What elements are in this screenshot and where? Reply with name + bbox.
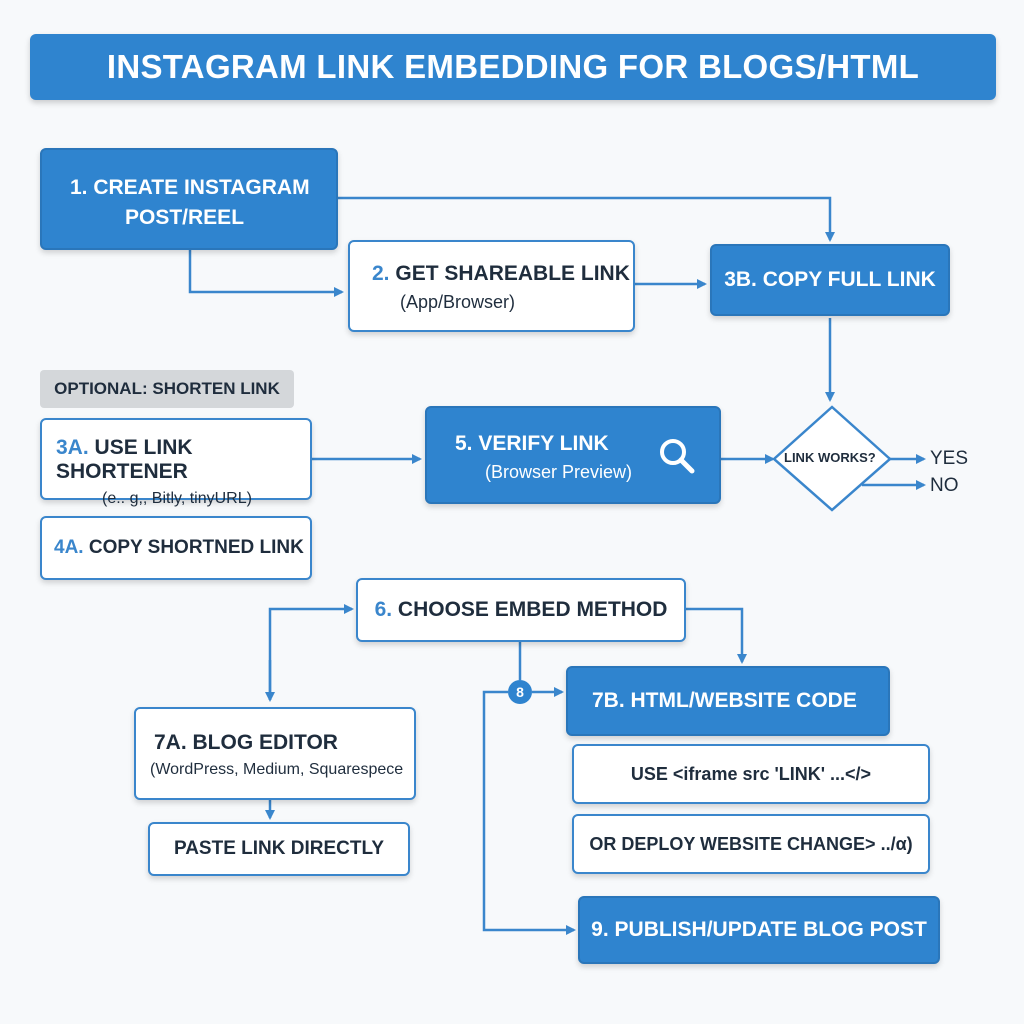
iframe-label: USE <iframe src 'LINK' ...</> — [630, 763, 872, 784]
arrow-step6-to-step7b — [686, 607, 747, 664]
step7a-label: 7A. BLOG EDITOR — [154, 731, 338, 754]
deploy-label: OR DEPLOY WEBSITE CHANGE> ../α) — [589, 833, 913, 854]
step4a-number: 4A. — [54, 537, 84, 558]
step4a-copy-shortened: 4A. COPY SHORTNED LINK — [40, 516, 312, 580]
step5-verify-link: 5. VERIFY LINK (Browser Preview) — [425, 406, 721, 504]
search-icon — [660, 439, 695, 474]
step2-get-link: 2. GET SHAREABLE LINK (App/Browser) — [348, 240, 635, 332]
step7a-blog-editor: 7A. BLOG EDITOR (WordPress, Medium, Squa… — [134, 707, 416, 800]
arrow-step1-to-step2 — [188, 250, 344, 297]
step9-label: 9. PUBLISH/UPDATE BLOG POST — [591, 918, 927, 941]
step5-label: 5. VERIFY LINK — [455, 432, 609, 455]
arrow-step1-to-step3b — [338, 196, 835, 242]
decision-no: NO — [930, 475, 959, 496]
step1-line1: 1. CREATE INSTAGRAM — [70, 176, 310, 199]
step7b-html-code: 7B. HTML/WEBSITE CODE — [566, 666, 890, 736]
arrow-loop-to-step6 — [268, 604, 354, 700]
step1-line2: POST/REEL — [125, 206, 245, 229]
optional-shorten-tag: OPTIONAL: SHORTEN LINK — [40, 370, 294, 408]
optional-label: OPTIONAL: SHORTEN LINK — [54, 379, 280, 398]
step3a-sub: (e.. g,, Bitly, tinyURL) — [102, 490, 252, 507]
deploy-website-box: OR DEPLOY WEBSITE CHANGE> ../α) — [572, 814, 930, 874]
step3b-label: 3B. COPY FULL LINK — [724, 268, 936, 291]
arrow-node8-to-step9 — [482, 690, 576, 935]
step3a-number: 3A. — [56, 436, 89, 459]
step8-node: 8 — [508, 680, 532, 704]
decision-yes: YES — [930, 448, 969, 469]
step1-create-post: 1. CREATE INSTAGRAM POST/REEL — [40, 148, 338, 250]
step6-number: 6. — [374, 598, 393, 621]
step2-label: GET SHAREABLE LINK — [395, 262, 630, 285]
step2-number: 2. — [372, 262, 390, 285]
iframe-code-box: USE <iframe src 'LINK' ...</> — [572, 744, 930, 804]
step7a-sub: (WordPress, Medium, Squarespece — [150, 761, 404, 778]
page-title: INSTAGRAM LINK EMBEDDING FOR BLOGS/HTML — [106, 48, 920, 85]
decision-diamond — [772, 405, 892, 512]
step2-sub: (App/Browser) — [400, 292, 516, 312]
title-banner: INSTAGRAM LINK EMBEDDING FOR BLOGS/HTML — [30, 34, 996, 100]
decision-label: LINK WORKS? — [784, 450, 876, 465]
step3a-use-shortener: 3A. USE LINK SHORTENER (e.. g,, Bitly, t… — [40, 418, 312, 507]
step3a-label: USE LINK SHORTENER — [56, 436, 193, 483]
step8-label: 8 — [516, 684, 524, 700]
step5-sub: (Browser Preview) — [485, 462, 633, 482]
step6-label: CHOOSE EMBED METHOD — [397, 598, 668, 621]
paste-link-directly: PASTE LINK DIRECTLY — [148, 822, 410, 876]
step3b-copy-full-link: 3B. COPY FULL LINK — [710, 244, 950, 316]
step4a-label: COPY SHORTNED LINK — [88, 537, 304, 558]
step6-choose-method: 6. CHOOSE EMBED METHOD — [356, 578, 686, 642]
paste-label: PASTE LINK DIRECTLY — [173, 838, 385, 859]
step7b-label: 7B. HTML/WEBSITE CODE — [592, 689, 857, 712]
step9-publish: 9. PUBLISH/UPDATE BLOG POST — [578, 896, 940, 964]
